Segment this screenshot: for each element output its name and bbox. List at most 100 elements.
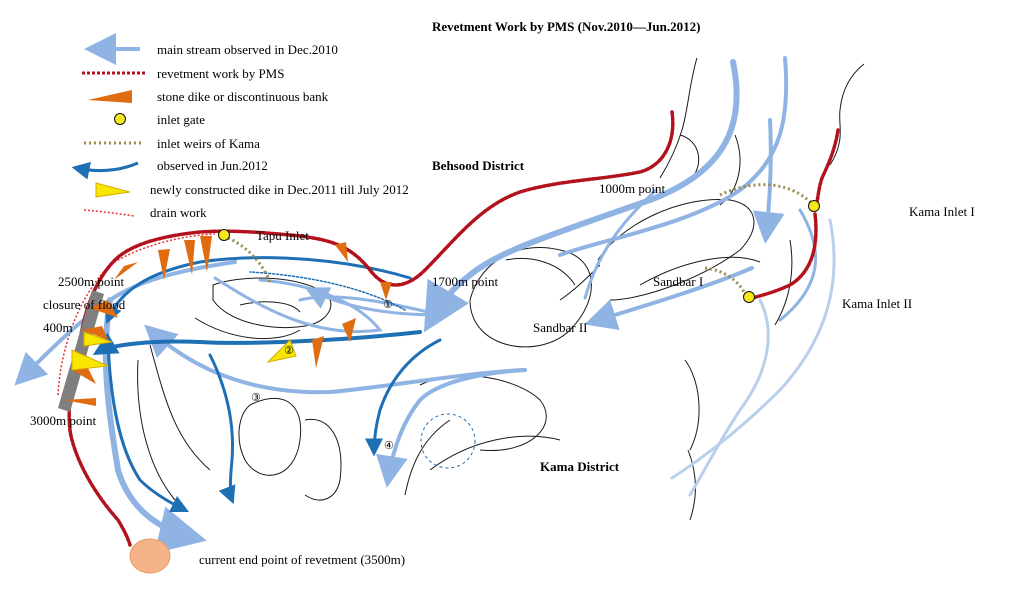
main-stream-channel xyxy=(298,295,442,317)
observed-channel xyxy=(208,353,236,505)
inlet-weir-line xyxy=(719,183,814,206)
legend-stone-dike-symbol xyxy=(88,90,132,103)
revetment-line xyxy=(67,110,675,547)
legend-observed-2012-symbol xyxy=(71,161,139,180)
observed-channel xyxy=(106,338,190,513)
main-stream-channel xyxy=(752,118,785,244)
sandbar-label-2: Sandbar II xyxy=(533,320,588,335)
drain-work-line xyxy=(57,233,216,396)
district-label-behsood: Behsood District xyxy=(432,158,525,173)
inlet-label-kama-2: Kama Inlet II xyxy=(842,296,912,311)
new-dike-marker xyxy=(266,339,297,363)
sandbar-outline xyxy=(194,317,301,340)
main-stream-channel xyxy=(375,368,527,488)
dashed-circle-marker xyxy=(420,413,476,469)
point-label-400m: 400m xyxy=(43,320,73,335)
inlet-weir-line xyxy=(227,236,272,283)
closure-of-flood-bar xyxy=(58,290,104,412)
observed-channel xyxy=(104,256,412,325)
inlet-label-tapu: Tapu Inlet xyxy=(256,228,309,243)
stone-dike-marker xyxy=(82,326,108,340)
land-outlines xyxy=(137,57,865,521)
legend-label-stone-dike: stone dike or discontinuous bank xyxy=(157,89,329,104)
map-title: Revetment Work by PMS (Nov.2010—Jun.2012… xyxy=(432,19,700,34)
main-stream-channel xyxy=(688,298,770,497)
new-dikes xyxy=(71,331,297,371)
point-label-1000m: 1000m point xyxy=(599,181,665,196)
marker-3: ③ xyxy=(251,392,261,404)
closure-of-flood-label: closure of flood xyxy=(43,297,126,312)
bank-line-upper xyxy=(659,57,698,179)
point-label-3000m: 3000m point xyxy=(30,413,96,428)
main-stream-channel xyxy=(778,208,817,322)
new-dike-marker xyxy=(83,331,113,347)
stone-dike-marker xyxy=(380,282,392,300)
sandbar-outline xyxy=(212,277,332,329)
district-label-kama: Kama District xyxy=(540,459,620,474)
sandbar-outline xyxy=(304,418,342,501)
marker-1: ① xyxy=(383,299,393,311)
stone-dike-marker xyxy=(158,249,170,280)
stone-dike-marker xyxy=(335,242,348,262)
legend-label-drain: drain work xyxy=(150,205,207,220)
legend-label-inlet-weirs: inlet weirs of Kama xyxy=(157,136,260,151)
marker-4: ④ xyxy=(384,440,394,452)
stone-dike-marker xyxy=(184,240,195,275)
stone-dike-marker xyxy=(312,336,324,368)
sandbar-outline xyxy=(684,359,700,451)
revetment-work xyxy=(67,110,840,547)
sandbar-outline xyxy=(505,257,576,286)
inlet-gate-kama-1 xyxy=(808,200,820,212)
sandbar-outline xyxy=(137,359,176,501)
main-stream-channel xyxy=(584,266,754,331)
observed-channel xyxy=(92,330,422,356)
stone-dike-marker xyxy=(90,300,118,318)
stone-dikes xyxy=(64,236,392,406)
new-dike-marker xyxy=(71,349,110,371)
sandbar-outline xyxy=(429,435,561,471)
inlet-gate-kama-2 xyxy=(743,291,755,303)
main-stream-channel xyxy=(670,218,836,480)
stone-dike-marker xyxy=(114,262,138,280)
revetment-line xyxy=(750,212,818,300)
observed-jun2012 xyxy=(92,256,442,513)
inlet-weirs xyxy=(227,183,814,297)
point-label-2500m: 2500m point xyxy=(58,274,124,289)
observed-channel xyxy=(249,271,406,311)
stone-dike-marker xyxy=(72,368,96,384)
inlet-gate-tapu xyxy=(218,229,230,241)
main-stream-channel xyxy=(304,287,442,317)
legend-inlet-gate-symbol xyxy=(114,113,126,125)
main-stream-channel xyxy=(583,188,658,300)
end-point-label: current end point of revetment (3500m) xyxy=(199,552,405,567)
sandbar-outline xyxy=(239,301,301,313)
main-stream-dec2010 xyxy=(14,56,836,554)
stone-dike-marker xyxy=(200,236,212,272)
legend-label-new-dike: newly constructed dike in Dec.2011 till … xyxy=(150,182,409,197)
inlet-gates xyxy=(218,200,820,303)
legend-label-revetment: revetment work by PMS xyxy=(157,66,284,81)
observed-channel xyxy=(365,338,442,457)
revetment-line xyxy=(814,128,840,208)
main-stream-channel xyxy=(102,297,207,554)
inlet-label-kama-1: Kama Inlet I xyxy=(909,204,975,219)
revetment-end-point xyxy=(129,538,171,574)
legend-label-observed-2012: observed in Jun.2012 xyxy=(157,158,268,173)
sandbar-outline xyxy=(687,449,696,521)
point-label-1700m: 1700m point xyxy=(432,274,498,289)
bank-line-kama xyxy=(829,63,865,166)
sandbar-outline xyxy=(404,419,451,496)
sandbar-label-1: Sandbar I xyxy=(653,274,703,289)
sandbar-outline xyxy=(639,256,761,286)
marker-2: ② xyxy=(284,345,294,357)
stone-dike-marker xyxy=(64,398,96,406)
legend-drain-symbol xyxy=(83,209,135,217)
sandbar-outline xyxy=(238,397,302,476)
stone-dike-marker xyxy=(342,318,356,342)
sandbar-outline xyxy=(149,344,211,471)
legend-label-inlet-gate: inlet gate xyxy=(157,112,205,127)
legend-new-dike-symbol xyxy=(95,182,131,198)
main-stream-channel xyxy=(423,59,740,333)
legend-label-main-stream: main stream observed in Dec.2010 xyxy=(157,42,338,57)
